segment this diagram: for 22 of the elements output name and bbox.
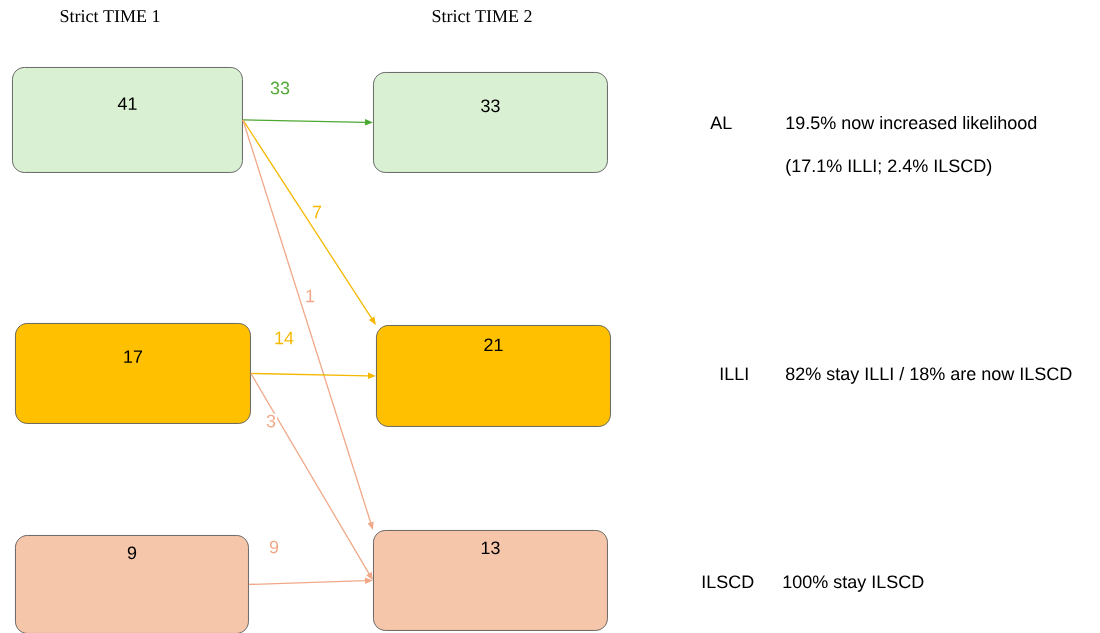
- annotation-text: AL: [710, 116, 732, 129]
- annotation-text: 19.5% now increased likelihood: [786, 115, 1037, 130]
- edge-label: 14: [273, 330, 295, 346]
- group-box: 17: [15, 323, 251, 424]
- column-heading: Strict TIME 1: [60, 10, 160, 23]
- column-heading: Strict TIME 2: [432, 10, 532, 23]
- annotation-text: 82% stay ILLI / 18% are now ILSCD: [786, 366, 1072, 384]
- annotation-text: ILSCD: [702, 575, 754, 589]
- group-box: 13: [373, 530, 608, 631]
- edge-label: 3: [265, 413, 277, 429]
- edge-label: 1: [304, 288, 316, 304]
- edge-label: 33: [269, 80, 291, 96]
- annotation-text: 100% stay ILSCD: [783, 575, 924, 592]
- edge-label: 9: [268, 539, 280, 555]
- annotation-text: ILLI: [720, 367, 748, 380]
- annotation-text: (17.1% ILLI; 2.4% ILSCD): [786, 158, 992, 176]
- group-box: 21: [376, 325, 611, 427]
- arrow: [242, 119, 376, 325]
- group-box: 9: [15, 535, 249, 633]
- group-box: 41: [12, 67, 243, 173]
- group-box: 33: [373, 72, 608, 173]
- edge-label: 7: [311, 204, 323, 220]
